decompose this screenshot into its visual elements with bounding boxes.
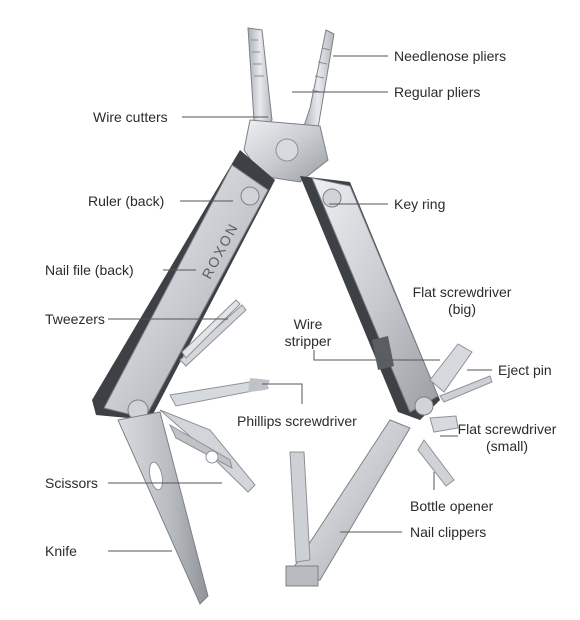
phillips-screwdriver-tool	[169, 378, 270, 407]
label-eject-pin: Eject pin	[498, 362, 552, 378]
label-wire-stripper-line2: stripper	[284, 333, 332, 349]
label-flat-screwdriver-small-line2: (small)	[486, 438, 528, 454]
leader-lines	[108, 55, 492, 552]
label-regular-pliers: Regular pliers	[394, 84, 481, 100]
label-tweezers: Tweezers	[45, 311, 105, 327]
left-handle: ROXON	[92, 150, 275, 421]
label-ruler-back: Ruler (back)	[88, 193, 165, 209]
label-flat-screwdriver-big-line1: Flat screwdriver	[412, 284, 512, 300]
needlenose-pliers-jaw	[247, 27, 273, 133]
right-handle	[300, 176, 440, 420]
label-key-ring: Key ring	[394, 196, 446, 212]
regular-pliers-jaw	[301, 29, 335, 133]
label-knife: Knife	[45, 543, 77, 559]
pliers-pivot	[243, 119, 329, 183]
label-phillips-screwdriver: Phillips screwdriver	[237, 413, 357, 429]
flat-screwdriver-small-tool	[429, 415, 459, 433]
label-scissors: Scissors	[45, 475, 98, 491]
bottle-opener-tool	[417, 439, 455, 487]
label-bottle-opener: Bottle opener	[410, 498, 494, 514]
label-nail-file-back: Nail file (back)	[45, 262, 134, 278]
eject-pin-tool	[439, 375, 493, 403]
label-flat-screwdriver-big: Flat screwdriver (big)	[412, 284, 512, 318]
label-needlenose-pliers: Needlenose pliers	[394, 48, 507, 64]
scissors-tool	[159, 409, 256, 493]
label-wire-stripper-line1: Wire	[293, 316, 323, 332]
label-flat-screwdriver-small: Flat screwdriver (small)	[452, 421, 562, 455]
tweezers-tool	[179, 299, 247, 367]
label-wire-stripper: Wire stripper	[278, 316, 338, 350]
label-nail-clippers: Nail clippers	[410, 524, 487, 540]
label-flat-screwdriver-small-line1: Flat screwdriver	[457, 421, 557, 437]
nail-clippers-tool	[285, 419, 411, 587]
label-flat-screwdriver-big-line2: (big)	[447, 301, 476, 317]
flat-screwdriver-big-tool	[429, 343, 473, 393]
label-wire-cutters: Wire cutters	[93, 109, 168, 125]
